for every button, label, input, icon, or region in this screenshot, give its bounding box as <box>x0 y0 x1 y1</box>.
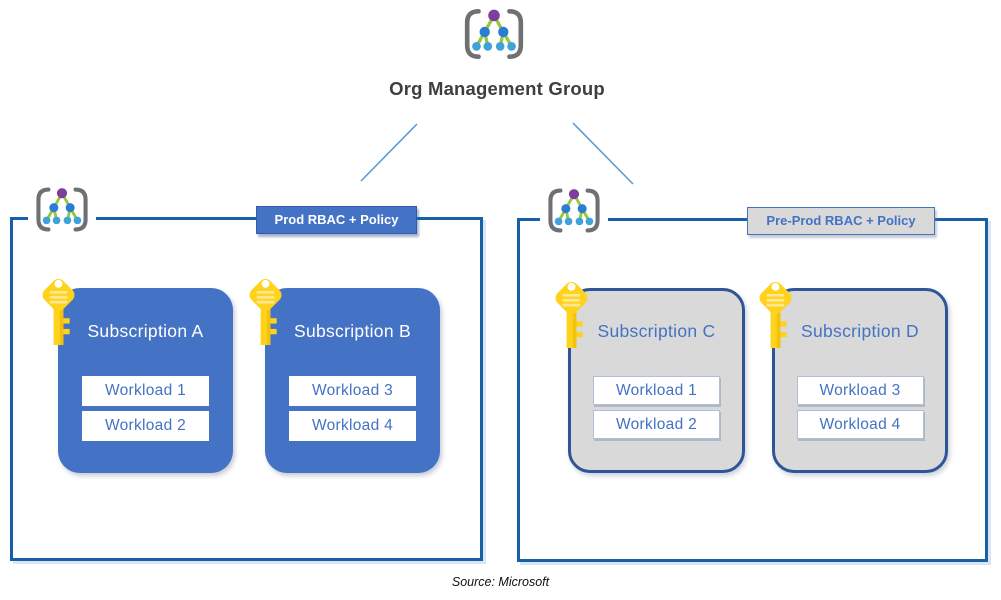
subscription-title: Subscription C <box>597 321 716 341</box>
workload-box: Workload 4 <box>796 410 924 439</box>
org-management-group-title: Org Management Group <box>389 78 605 99</box>
workload-list: Workload 3 Workload 4 <box>289 376 416 441</box>
subscription-card-b: Subscription B Workload 3 Workload 4 <box>265 288 440 473</box>
workload-box: Workload 1 <box>82 376 209 406</box>
source-note: Source: Microsoft <box>451 575 550 589</box>
preprod-group-box: Pre-Prod RBAC + Policy Subscription C Wo… <box>517 186 988 562</box>
subscription-card-a: Subscription A Workload 1 Workload 2 <box>58 288 233 473</box>
subscription-card-d: Subscription D Workload 3 Workload 4 <box>772 288 948 473</box>
subscription-title: Subscription A <box>87 321 204 341</box>
management-group-icon <box>540 186 608 235</box>
workload-list: Workload 1 Workload 2 <box>593 376 720 439</box>
workload-list: Workload 3 Workload 4 <box>796 376 924 439</box>
workload-box: Workload 4 <box>289 411 416 441</box>
management-group-icon <box>28 185 96 234</box>
workload-box: Workload 1 <box>593 376 720 405</box>
workload-list: Workload 1 Workload 2 <box>82 376 209 441</box>
key-icon <box>754 273 797 348</box>
prod-rbac-policy-label: Prod RBAC + Policy <box>256 206 417 234</box>
subscription-title: Subscription D <box>800 321 919 341</box>
preprod-rbac-policy-label: Pre-Prod RBAC + Policy <box>747 207 935 235</box>
workload-box: Workload 2 <box>82 411 209 441</box>
prod-group-box: Prod RBAC + Policy Subscription A Worklo… <box>10 185 483 561</box>
management-group-icon <box>461 6 527 62</box>
subscription-card-c: Subscription C Workload 1 Workload 2 <box>568 288 745 473</box>
workload-box: Workload 3 <box>796 376 924 405</box>
key-icon <box>550 273 593 348</box>
key-icon <box>37 270 80 345</box>
workload-box: Workload 3 <box>289 376 416 406</box>
subscription-title: Subscription B <box>293 321 412 341</box>
key-icon <box>244 270 287 345</box>
workload-box: Workload 2 <box>593 410 720 439</box>
